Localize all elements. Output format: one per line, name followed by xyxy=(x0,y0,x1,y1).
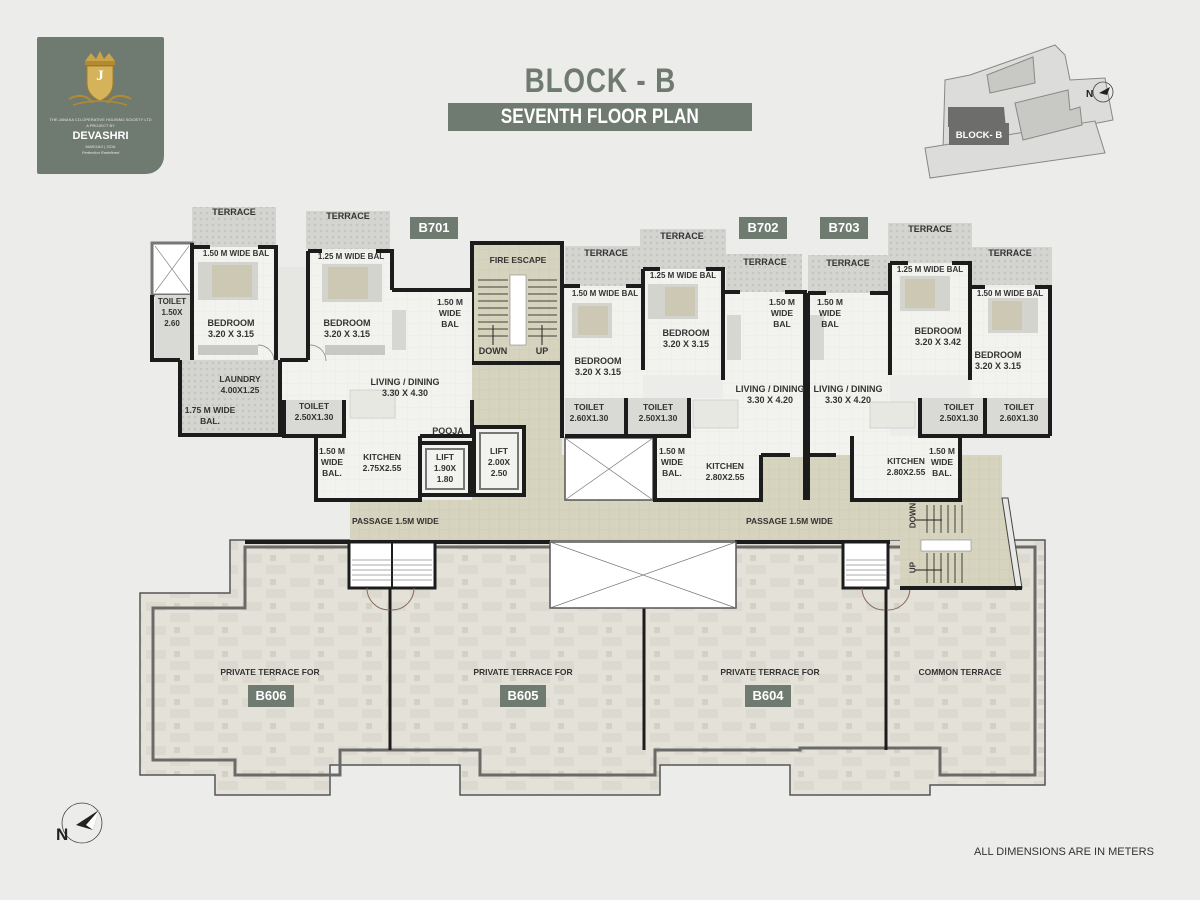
key-plan: BLOCK- B N xyxy=(924,44,1114,179)
unit-b703 xyxy=(806,223,1052,502)
b703-bal-kitchen: 1.50 M WIDE BAL. xyxy=(929,446,955,478)
terrace-b605-badge: B605 xyxy=(500,685,546,707)
b703-terrace-1: TERRACE xyxy=(826,258,870,268)
passage-right-label: PASSAGE 1.5M WIDE xyxy=(746,516,833,526)
b701-pooja: POOJA xyxy=(432,426,464,436)
b702-bal-1: 1.50 M WIDE BAL xyxy=(571,289,639,298)
terrace-b606-label: PRIVATE TERRACE FOR xyxy=(220,667,320,677)
passage-left-label: PASSAGE 1.5M WIDE xyxy=(352,516,439,526)
b703-terrace-3: TERRACE xyxy=(988,248,1032,258)
b702-bal-kitchen: 1.50 M WIDE BAL. xyxy=(659,446,685,478)
stair-up-label: UP xyxy=(535,346,549,356)
crest-icon xyxy=(68,51,132,106)
terrace-b606-badge: B606 xyxy=(248,685,294,707)
project-logo: J THE JANAKA CO-OPERATIVE HOUSING SOCIET… xyxy=(37,37,164,174)
b701-bal-kitchen: 1.50 M WIDE BAL. xyxy=(319,446,345,478)
logo-society-line: THE JANAKA CO-OPERATIVE HOUSING SOCIETY … xyxy=(49,117,152,122)
unit-b701 xyxy=(150,207,474,502)
terrace-level xyxy=(139,539,1046,796)
b701-bal-1: 1.50 M WIDE BAL xyxy=(202,249,270,258)
key-plan-north: N xyxy=(1086,89,1093,100)
logo-tagline: Perfection Redefined xyxy=(81,150,120,155)
page-subtitle: SEVENTH FLOOR PLAN xyxy=(448,103,752,131)
right-stair-down-label: DOWN xyxy=(908,502,918,529)
terrace-b604-label: PRIVATE TERRACE FOR xyxy=(720,667,820,677)
b701-bal-2: 1.25 M WIDE BAL xyxy=(317,252,385,261)
b702-bal-2: 1.25 M WIDE BAL xyxy=(649,271,717,280)
b701-bal-living: 1.50 M WIDE BAL xyxy=(437,297,463,329)
b703-bal-2: 1.50 M WIDE BAL xyxy=(976,289,1044,298)
logo-project-line: A PROJECT BY xyxy=(86,123,115,128)
b701-bal-laundry: 1.75 M WIDE BAL. xyxy=(184,405,236,426)
unit-badge-b703: B703 xyxy=(820,217,868,239)
unit-badge-b701: B701 xyxy=(410,217,458,239)
b702-bal-living: 1.50 M WIDE BAL xyxy=(769,297,795,329)
b701-terrace-1: TERRACE xyxy=(212,207,256,217)
b701-terrace-2: TERRACE xyxy=(326,211,370,221)
logo-brand: DEVASHRI xyxy=(72,130,129,142)
terrace-b604-badge: B604 xyxy=(745,685,791,707)
title-text: BLOCK - B xyxy=(524,62,676,100)
b702-terrace-3: TERRACE xyxy=(743,257,787,267)
logo-location: MARGAO | GOA xyxy=(85,144,116,149)
north-arrow-icon xyxy=(1099,87,1110,95)
b702-terrace-1: TERRACE xyxy=(584,248,628,258)
dimensions-note: ALL DIMENSIONS ARE IN METERS xyxy=(974,846,1154,858)
key-plan-label: BLOCK- B xyxy=(956,130,1003,141)
logo-monogram: J xyxy=(96,68,104,84)
fire-escape-label: FIRE ESCAPE xyxy=(489,255,547,265)
b703-terrace-2: TERRACE xyxy=(908,224,952,234)
subtitle-text: SEVENTH FLOOR PLAN xyxy=(500,105,700,128)
unit-b702 xyxy=(560,229,807,502)
stair-down-label: DOWN xyxy=(478,346,508,356)
right-stair-up-label: UP xyxy=(908,561,918,574)
b703-bal-living: 1.50 M WIDE BAL xyxy=(817,297,843,329)
terrace-b605-label: PRIVATE TERRACE FOR xyxy=(473,667,573,677)
common-terrace-label: COMMON TERRACE xyxy=(918,667,1002,677)
compass-north-label: N xyxy=(56,825,68,844)
unit-badge-b702: B702 xyxy=(739,217,787,239)
b703-bal-1: 1.25 M WIDE BAL xyxy=(896,265,964,274)
b702-terrace-2: TERRACE xyxy=(660,231,704,241)
page-title: BLOCK - B xyxy=(448,62,752,101)
